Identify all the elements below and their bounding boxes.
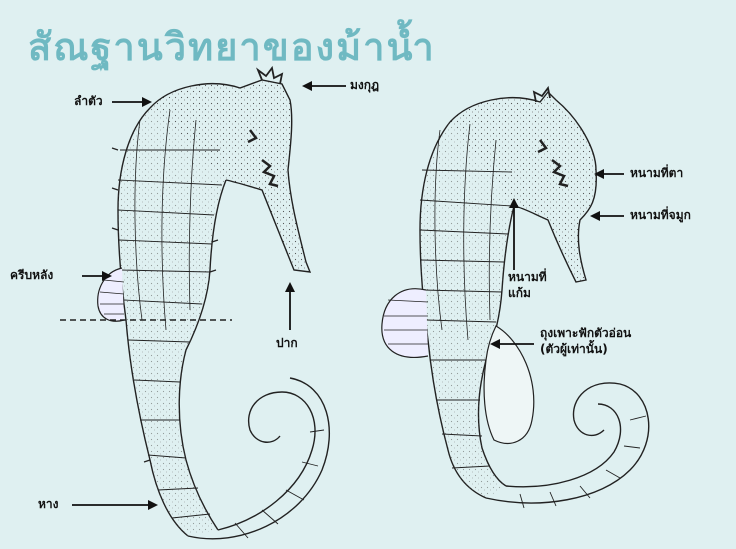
label-nose-spine: หนามที่จมูก xyxy=(630,208,691,223)
label-mouth: ปาก xyxy=(276,336,298,351)
label-trunk: ลำตัว xyxy=(74,94,103,109)
label-cheek-spine-1: หนามที่ xyxy=(508,270,547,285)
label-eye-spine: หนามที่ตา xyxy=(630,166,683,181)
label-cheek-spine-2: แก้ม xyxy=(508,286,531,301)
seahorse-left xyxy=(98,68,330,539)
label-coronet: มงกุฎ xyxy=(350,78,379,93)
label-tail: หาง xyxy=(38,497,59,512)
right-dorsal-fin xyxy=(382,289,428,358)
label-dorsal-fin: ครีบหลัง xyxy=(10,268,53,283)
left-tail-curl xyxy=(218,392,315,530)
label-brood-pouch-1: ถุงเพาะฟักตัวอ่อน xyxy=(540,326,631,341)
label-brood-pouch-2: (ตัวผู้เท่านั้น) xyxy=(540,342,608,357)
